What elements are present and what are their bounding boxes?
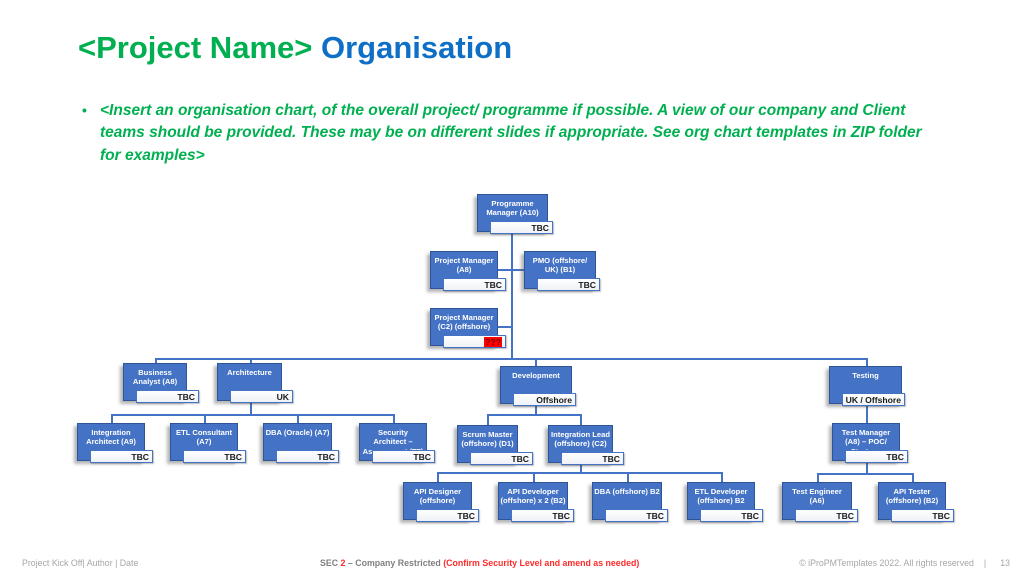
org-node-tag: Offshore — [513, 393, 576, 406]
sec-mid: – Company Restricted — [345, 558, 444, 568]
org-node-tag: TBC — [511, 509, 574, 522]
title-project-name: <Project Name> — [78, 30, 313, 65]
footer-divider: | — [983, 558, 987, 568]
org-connector-line — [721, 472, 723, 482]
org-node-tag: TBC — [136, 390, 199, 403]
org-connector-line — [155, 358, 157, 364]
org-connector-line — [817, 473, 819, 482]
org-node-tag: TBC — [700, 509, 763, 522]
org-node-tag: TBC — [537, 278, 600, 291]
org-connector-line — [437, 472, 439, 482]
instruction-bullet: • <Insert an organisation chart, of the … — [82, 100, 922, 167]
org-connector-line — [111, 414, 393, 416]
org-connector-line — [817, 473, 912, 475]
org-node-label: Scrum Master (offshore) (D1) — [461, 430, 514, 449]
org-node-tag: TBC — [416, 509, 479, 522]
org-node-label: Development — [512, 371, 560, 380]
org-node-label: Integration Lead (offshore) (C2) — [550, 430, 611, 449]
org-node-label: Programme Manager (A10) — [486, 199, 539, 218]
org-node-tag: UK / Offshore — [842, 393, 905, 406]
title-suffix: Organisation — [320, 30, 513, 65]
instruction-text: <Insert an organisation chart, of the ov… — [100, 102, 922, 164]
org-node-tag: TBC — [845, 450, 908, 463]
org-connector-line — [393, 414, 395, 423]
copyright-text: © iProPMTemplates 2022. All rights reser… — [799, 558, 974, 568]
org-node-tag: TBC — [605, 509, 668, 522]
org-connector-line — [866, 405, 868, 425]
org-connector-line — [111, 414, 113, 423]
org-node-tag: TBC — [183, 450, 246, 463]
org-connector-line — [250, 358, 252, 364]
org-connector-line — [297, 414, 299, 423]
org-connector-line — [912, 473, 914, 482]
sec-prefix: SEC — [320, 558, 341, 568]
org-node-label: Project Manager (C2) (offshore) — [434, 313, 494, 332]
org-node-label: Architecture — [227, 368, 272, 377]
org-connector-line — [533, 472, 535, 482]
page-title: <Project Name> Organisation — [78, 30, 512, 66]
org-connector-line — [155, 358, 866, 360]
org-node-label: PMO (offshore/ UK) (B1) — [532, 256, 588, 275]
bullet-glyph: • — [82, 102, 87, 118]
org-connector-line — [535, 404, 537, 414]
org-connector-line — [204, 414, 206, 423]
org-connector-line — [498, 326, 512, 328]
org-connector-line — [627, 472, 629, 482]
org-node-label: Project Manager (A8) — [434, 256, 494, 275]
org-node-tag: TBC — [90, 450, 153, 463]
org-node-label: Testing — [852, 371, 879, 380]
org-node-tag: TBC — [443, 278, 506, 291]
org-node-label: ETL Consultant (A7) — [176, 428, 232, 447]
sec-alert-note: (Confirm Security Level and amend as nee… — [443, 558, 640, 568]
org-node-tag: UK — [230, 390, 293, 403]
org-node-label: Test Engineer (A6) — [792, 487, 842, 506]
footer-left-text: Project Kick Off| Author | Date — [22, 558, 139, 568]
org-node-tag-alert: ??? — [443, 335, 506, 348]
org-connector-line — [437, 472, 721, 474]
footer-security-label: SEC 2 – Company Restricted (Confirm Secu… — [320, 558, 639, 568]
org-connector-line — [498, 269, 524, 271]
org-node-label: ETL Developer (offshore) B2 — [694, 487, 748, 506]
org-node-tag: TBC — [795, 509, 858, 522]
org-connector-line — [580, 414, 582, 425]
org-node-label: DBA (Oracle) (A7) — [265, 428, 330, 437]
org-node-tag: TBC — [470, 452, 533, 465]
org-connector-line — [487, 414, 580, 416]
org-node-tag: TBC — [276, 450, 339, 463]
org-connector-line — [487, 414, 489, 425]
org-node-tag: TBC — [561, 452, 624, 465]
org-node-label: DBA (offshore) B2 — [594, 487, 660, 496]
org-node-tag: TBC — [490, 221, 553, 234]
org-connector-line — [580, 463, 582, 472]
org-node-tag: TBC — [891, 509, 954, 522]
page-number: 13 — [1000, 558, 1010, 568]
org-node-label: Integration Architect (A9) — [86, 428, 136, 447]
org-node-label: API Designer (offshore) — [413, 487, 462, 506]
org-connector-line — [250, 400, 252, 414]
org-node-tag: TBC — [372, 450, 435, 463]
org-node-label: Business Analyst (A8) — [132, 368, 178, 387]
sec-number: 2 — [340, 558, 346, 568]
org-node-label: API Developer (offshore) x 2 (B2) — [500, 487, 566, 506]
footer-copyright: © iProPMTemplates 2022. All rights reser… — [799, 558, 1010, 568]
org-connector-line — [866, 461, 868, 473]
org-connector-line — [511, 234, 513, 358]
org-node-label: API Tester (offshore) (B2) — [885, 487, 939, 506]
org-connector-line — [866, 358, 868, 367]
org-connector-line — [535, 358, 537, 367]
